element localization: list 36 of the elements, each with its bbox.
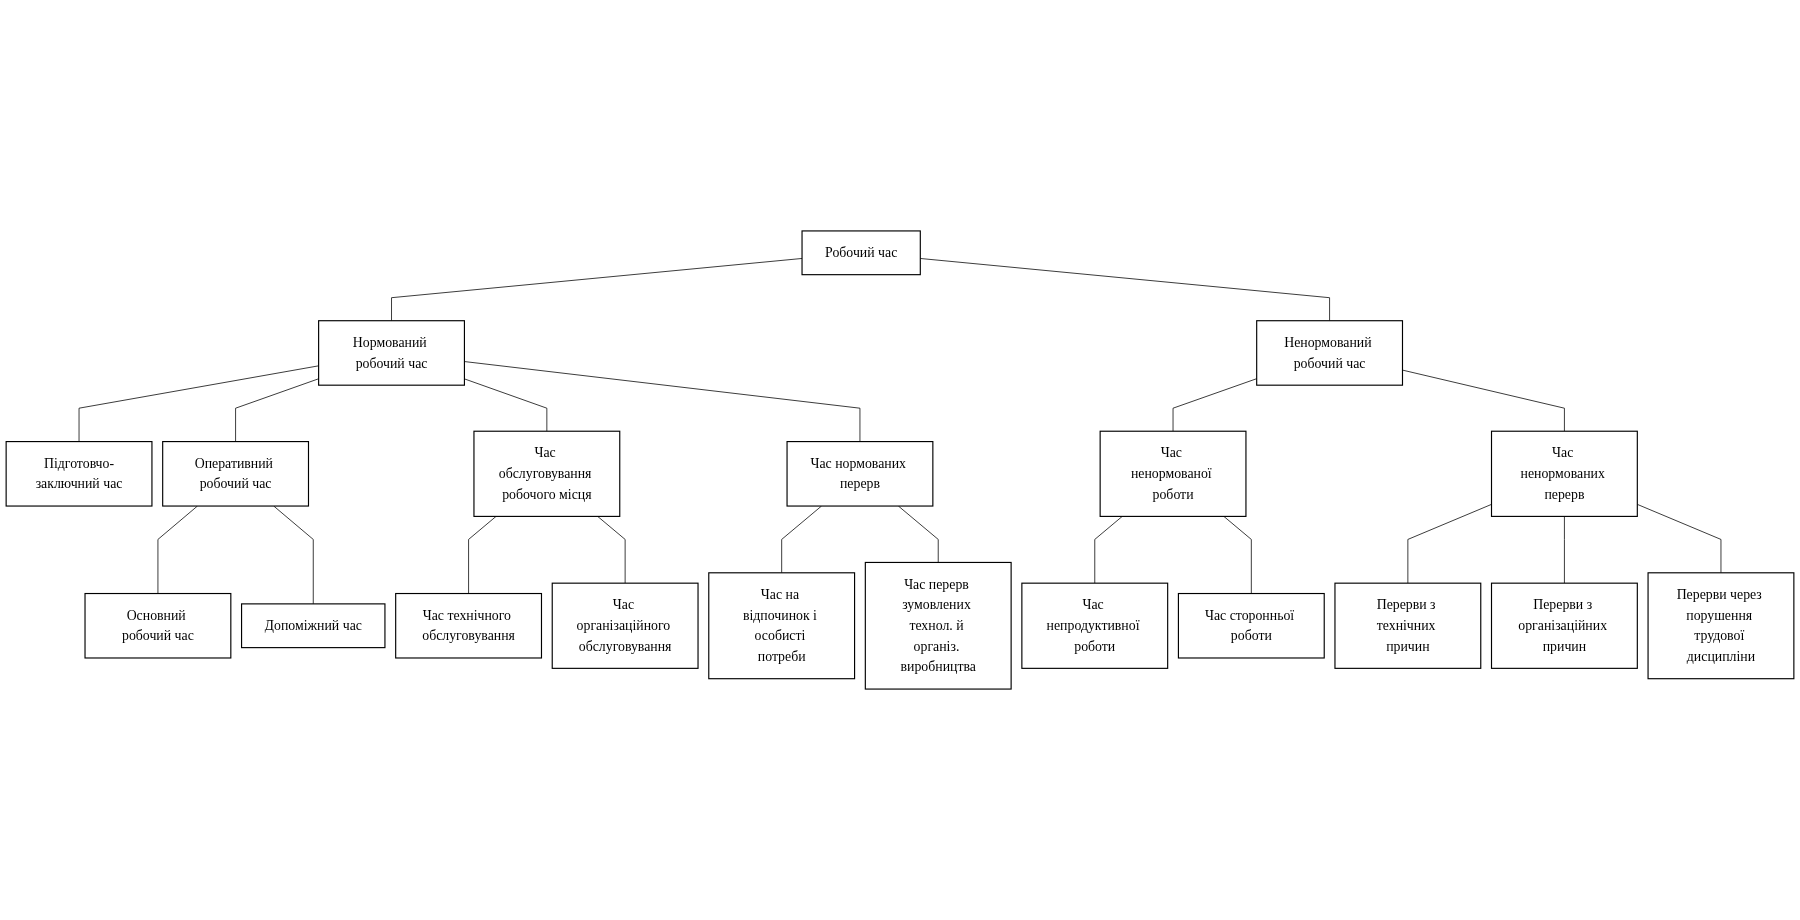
connector (597, 516, 626, 584)
connector (1564, 516, 1565, 584)
connector (235, 378, 319, 442)
connector (78, 365, 319, 442)
node-box: Час організаційного обслуговування (551, 582, 699, 669)
connector (1402, 369, 1565, 432)
connector (273, 505, 314, 605)
connector (464, 378, 548, 432)
node-box: Перерви з технічних причин (1334, 582, 1482, 669)
connector (898, 505, 939, 563)
connector (1223, 516, 1252, 594)
node-box: Час перерв зумовлених технол. й організ. виробництва (864, 561, 1012, 690)
node-box: Час ненормованої роботи (1099, 430, 1247, 517)
connector (781, 505, 822, 574)
node-box: Робочий час (801, 230, 921, 276)
node-box: Час сторонньої роботи (1177, 592, 1325, 659)
node-box: Допоміжний час (241, 603, 386, 649)
node-box: Підготовчо-заключний час (5, 441, 153, 507)
connector (1407, 504, 1492, 584)
node-box: Перерви через порушення трудової дисципліни (1647, 572, 1795, 680)
node-box: Оперативний робочий час (162, 441, 310, 507)
node-box: Основний робочий час (84, 592, 232, 659)
node-box: Час технічного обслуговування (395, 592, 543, 659)
connector (468, 516, 497, 594)
node-box: Час на відпочинок і особисті потреби (708, 572, 856, 680)
node-box: Час обслуговування робочого місця (473, 430, 621, 517)
node-box: Нормований робочий час (318, 320, 465, 386)
connector (391, 258, 803, 322)
connector (157, 505, 198, 594)
connector (1094, 516, 1123, 584)
node-box: Перерви з організаційних причин (1490, 582, 1638, 669)
node-box: Час ненормованих перерв (1490, 430, 1638, 517)
node-box: Час нормованих перерв (786, 441, 934, 507)
node-box: Час непродуктивної роботи (1021, 582, 1169, 669)
node-box: Ненормований робочий час (1256, 320, 1404, 386)
connector (464, 361, 861, 442)
